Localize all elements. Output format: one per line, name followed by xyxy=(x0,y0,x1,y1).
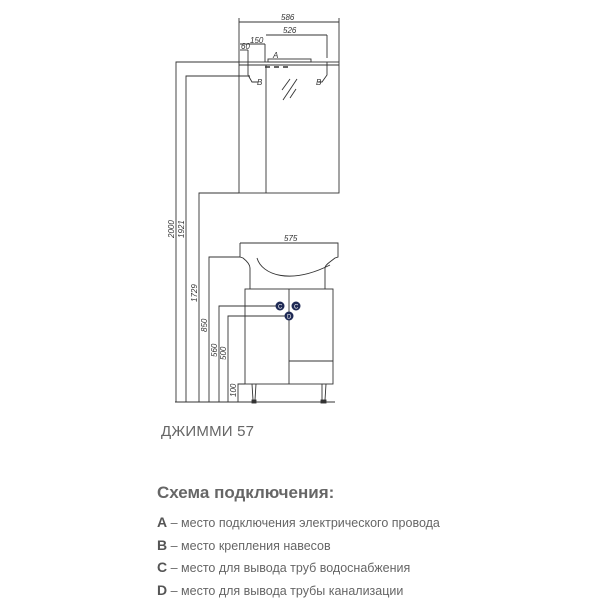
legend-item-b: B – место крепления навесов xyxy=(157,537,440,560)
vanity-unit xyxy=(240,243,338,403)
dim-60: 60 xyxy=(241,42,250,51)
legend-key: A xyxy=(157,514,167,530)
dim-1921: 1921 xyxy=(177,220,186,238)
marker-b-left: B xyxy=(257,78,263,87)
dim-586: 586 xyxy=(281,13,295,22)
mirror-dimensions: 586 526 150 60 A B B xyxy=(239,13,339,87)
marker-c-right-label: C xyxy=(294,305,299,311)
model-name: ДЖИММИ 57 xyxy=(161,423,254,440)
legend-text: – место подключения электрического прово… xyxy=(167,516,440,530)
marker-c-left-label: C xyxy=(278,305,283,311)
vanity-dimensions: 575 2000 1921 1729 850 560 500 100 xyxy=(167,62,338,402)
dim-850: 850 xyxy=(200,318,209,332)
dim-560: 560 xyxy=(210,343,219,357)
legend-text: – место для вывода труб водоснабжения xyxy=(167,561,410,575)
dim-500: 500 xyxy=(219,346,228,360)
scheme-heading: Схема подключения: xyxy=(157,483,334,503)
legend-key: D xyxy=(157,582,167,598)
dim-575: 575 xyxy=(284,234,298,243)
legend-item-d: D – место для вывода трубы канализации xyxy=(157,582,440,604)
dim-150: 150 xyxy=(250,36,264,45)
legend-key: C xyxy=(157,559,167,575)
dim-526: 526 xyxy=(283,26,297,35)
dim-100: 100 xyxy=(229,383,238,397)
connection-markers: C C D xyxy=(276,302,301,321)
scheme-legend: A – место подключения электрического про… xyxy=(157,514,440,604)
legend-key: B xyxy=(157,537,167,553)
dim-2000: 2000 xyxy=(167,220,176,239)
legend-item-a: A – место подключения электрического про… xyxy=(157,514,440,537)
legend-item-c: C – место для вывода труб водоснабжения xyxy=(157,559,440,582)
legend-text: – место крепления навесов xyxy=(167,539,331,553)
legend-text: – место для вывода трубы канализации xyxy=(167,584,403,598)
marker-a: A xyxy=(272,51,278,60)
dim-1729: 1729 xyxy=(190,284,199,302)
marker-d-label: D xyxy=(287,315,292,321)
marker-b-right: B xyxy=(316,78,322,87)
